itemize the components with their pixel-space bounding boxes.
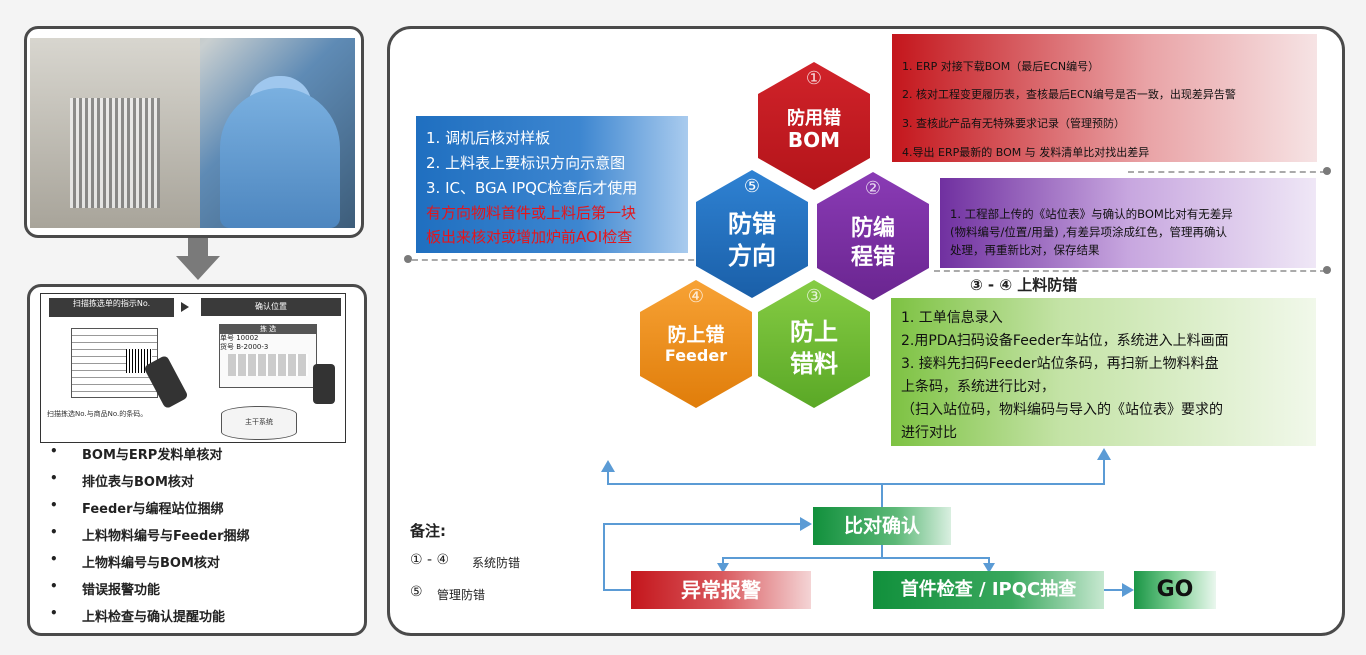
- bom-detail-box: 1. ERP 对接下载BOM（最后ECN编号） 2. 核对工程变更履历表，查核最…: [892, 34, 1317, 162]
- arrow-up-icon: [1097, 448, 1111, 460]
- form-row-2: 货号 B-2000-3: [220, 343, 269, 351]
- connector-dot: [1323, 167, 1331, 175]
- connector-dashed: [1128, 171, 1326, 173]
- material-detail-line: （扫入站位码，物料编码与导入的《站位表》要求的: [901, 402, 1223, 418]
- flow-line: [881, 545, 883, 559]
- material-detail-line: 2.用PDA扫码设备Feeder车站位，系统进入上料画面: [901, 333, 1229, 349]
- bom-detail-line: 3. 查核此产品有无特殊要求记录（管理预防）: [902, 117, 1125, 130]
- scan-illustration: 扫描拣选单的指示No. 确认位置 拣 选 单号 10002 货号 B-2000-…: [40, 293, 346, 443]
- hex-material: ③ 防上 错料: [758, 280, 870, 408]
- notes-line-2-symbol: ⑤: [410, 584, 423, 600]
- arrow-up-icon: [601, 460, 615, 472]
- hex-bom: ① 防用错 BOM: [758, 62, 870, 190]
- main-system-label: 主干系统: [245, 418, 273, 426]
- direction-detail-line: 1. 调机后核对样板: [426, 129, 551, 147]
- flow-line: [1103, 459, 1105, 484]
- flow-line: [603, 523, 803, 525]
- flow-line: [603, 589, 631, 591]
- material-detail-line: 上条码，系统进行比对，: [901, 379, 1055, 395]
- material-detail-line: 进行对比: [901, 425, 957, 441]
- arrow-right-icon: [800, 517, 812, 531]
- arrow-right-icon: [1122, 583, 1134, 597]
- flow-line: [607, 471, 609, 484]
- form-title: 拣 选: [220, 325, 316, 334]
- arrow-down-icon: [983, 563, 995, 573]
- program-detail-line: 处理，再重新比对，保存结果: [950, 243, 1100, 257]
- flow-line: [607, 483, 1105, 485]
- notes-title: 备注:: [410, 522, 446, 540]
- flow-line: [603, 523, 605, 590]
- bom-detail-line: 2. 核对工程变更履历表，查核最后ECN编号是否一致，出现差异告警: [902, 88, 1236, 101]
- bom-detail-line: 1. ERP 对接下载BOM（最后ECN编号）: [902, 60, 1100, 73]
- material-detail-line: 1. 工单信息录入: [901, 310, 1003, 326]
- material-detail-box: 1. 工单信息录入 2.用PDA扫码设备Feeder车站位，系统进入上料画面 3…: [891, 298, 1316, 446]
- bom-detail-line: 4.导出 ERP最新的 BOM 与 发料清单比对找出差异: [902, 146, 1150, 159]
- direction-detail-box: 1. 调机后核对样板 2. 上料表上要标识方向示意图 3. IC、BGA IPQ…: [416, 116, 688, 253]
- arrow-down-icon: [717, 563, 729, 573]
- notes-line-1-text: 系统防错: [472, 556, 521, 570]
- arrow-right-icon: [181, 302, 189, 312]
- flow-line: [881, 484, 883, 508]
- handheld-terminal-icon: [313, 364, 335, 404]
- material-detail-line: 3. 接料先扫码Feeder站位条码，再扫新上物料料盘: [901, 356, 1219, 372]
- direction-warning-line: 有方向物料首件或上料后第一块: [426, 204, 637, 222]
- form-row-1: 单号 10002: [220, 334, 259, 342]
- direction-detail-line: 3. IC、BGA IPQC检查后才使用: [426, 179, 638, 197]
- program-detail-line: (物料编号/位置/用量) ,有差异项涂成红色，管理再确认: [950, 225, 1228, 239]
- go-box: GO: [1134, 571, 1216, 609]
- hex-direction: ⑤ 防错 方向: [696, 170, 808, 298]
- flow-line: [988, 557, 990, 565]
- worker-figure: [220, 88, 340, 228]
- alarm-box: 异常报警: [631, 571, 811, 609]
- production-photo: [30, 38, 355, 228]
- feeder-cables: [70, 98, 160, 208]
- confirm-form: 拣 选 单号 10002 货号 B-2000-3: [219, 324, 317, 388]
- notes-line-2-text: 管理防错: [437, 588, 486, 602]
- hex-feeder: ④ 防上错 Feeder: [640, 280, 752, 408]
- direction-detail-line: 2. 上料表上要标识方向示意图: [426, 154, 626, 172]
- hex-programming: ② 防编 程错: [817, 172, 929, 300]
- flow-line: [722, 557, 724, 565]
- loading-section-label: ③ - ④ 上料防错: [970, 276, 1078, 294]
- program-detail-line: 1. 工程部上传的《站位表》与确认的BOM比对有无差异: [950, 207, 1233, 221]
- flow-line: [1104, 589, 1124, 591]
- flow-line: [722, 557, 990, 559]
- connector-dot: [404, 255, 412, 263]
- connector-dot: [1323, 266, 1331, 274]
- scan-tag-2: 确认位置: [201, 298, 341, 316]
- main-system-cylinder: 主干系统: [221, 406, 297, 440]
- direction-warning-line: 板出来核对或增加炉前AOI检查: [426, 228, 633, 246]
- connector-dashed: [412, 259, 704, 261]
- first-check-box: 首件检查 / IPQC抽查: [873, 571, 1104, 609]
- program-detail-box: 1. 工程部上传的《站位表》与确认的BOM比对有无差异 (物料编号/位置/用量)…: [940, 178, 1316, 268]
- scan-tag-1: 扫描拣选单的指示No.: [49, 298, 174, 317]
- connector-dashed: [934, 270, 1326, 272]
- notes-line-1-symbol: ① - ④: [410, 552, 450, 568]
- compare-confirm-box: 比对确认: [813, 507, 951, 545]
- scan-note: 扫描拣选No.与商品No.的条码。: [47, 410, 148, 418]
